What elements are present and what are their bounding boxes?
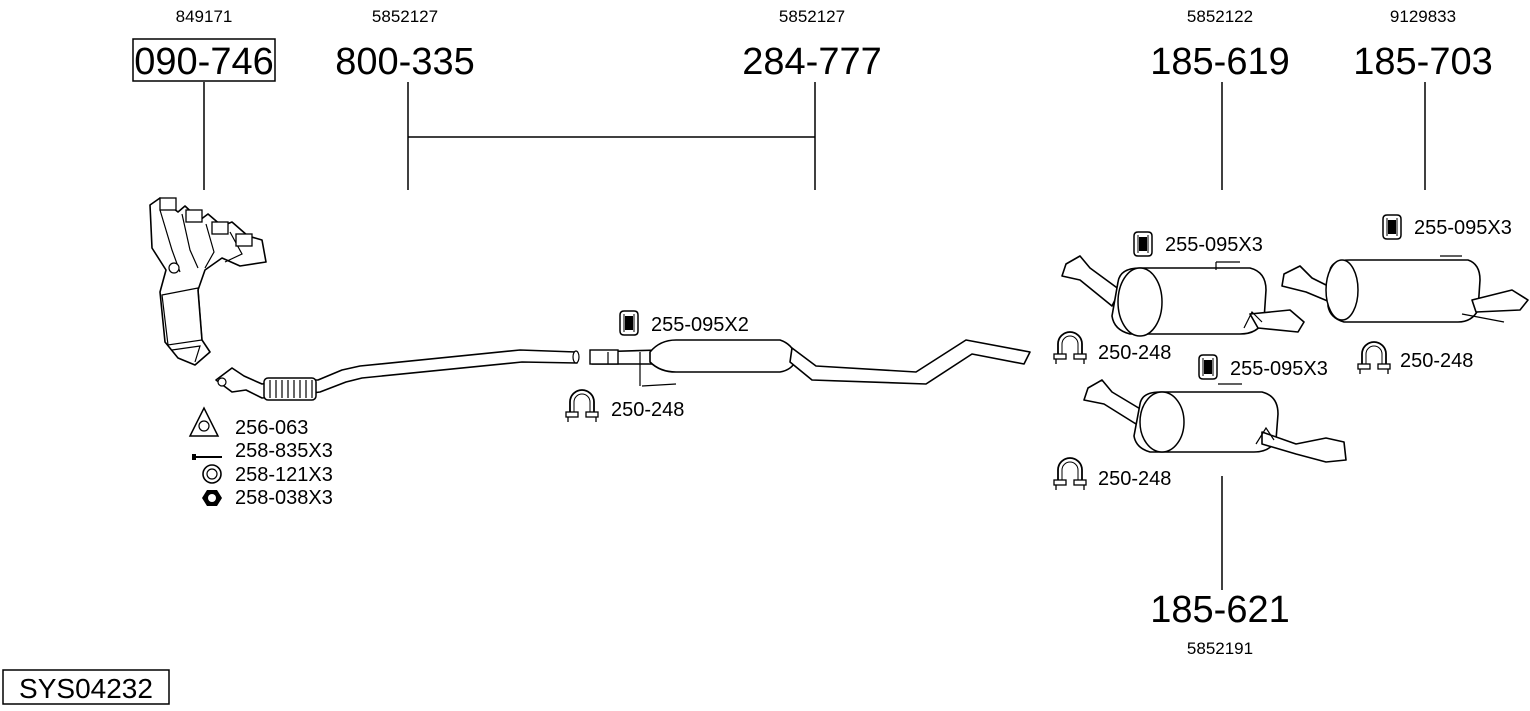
accessory-label-clamp-rear-right: 250-248 xyxy=(1400,350,1473,372)
clamp-icon xyxy=(1053,331,1087,365)
rubber-mount-icon xyxy=(619,310,639,336)
rear-silencer-185-703 xyxy=(1281,255,1529,323)
accessory-label-clamp-center: 250-248 xyxy=(611,399,684,421)
manifold-catalytic-converter xyxy=(149,197,267,366)
part-number-185-621: 185-621 xyxy=(1150,589,1289,631)
clamp-icon xyxy=(1053,457,1087,491)
accessory-label-nut: 258-038X3 xyxy=(235,487,333,509)
accessory-label-clamp-rear-left: 250-248 xyxy=(1098,342,1171,364)
accessory-label-clamp-rear-lower: 250-248 xyxy=(1098,468,1171,490)
part-number-185-619: 185-619 xyxy=(1150,41,1289,83)
centre-silencer xyxy=(589,339,1031,387)
accessory-label-mount-center: 255-095X2 xyxy=(651,314,749,336)
rear-silencer-185-621 xyxy=(1083,379,1347,463)
accessory-label-gasket: 256-063 xyxy=(235,417,308,439)
system-code: SYS04232 xyxy=(19,673,153,704)
part-number-284-777: 284-777 xyxy=(742,41,881,83)
accessory-label-mount-rear-left: 255-095X3 xyxy=(1165,234,1263,256)
oe-number-800-335: 5852127 xyxy=(372,7,438,26)
rear-silencer-185-619 xyxy=(1061,255,1305,337)
rubber-mount-icon xyxy=(1198,354,1218,380)
gasket-icon xyxy=(188,406,220,437)
accessory-label-mount-rear-right: 255-095X3 xyxy=(1414,217,1512,239)
part-number-090-746: 090-746 xyxy=(134,41,273,83)
clamp-icon xyxy=(565,389,599,423)
oe-number-185-619: 5852122 xyxy=(1187,7,1253,26)
rubber-mount-icon xyxy=(1382,214,1402,240)
rubber-mount-icon xyxy=(1133,231,1153,257)
accessory-label-bolt: 258-835X3 xyxy=(235,440,333,462)
part-number-800-335: 800-335 xyxy=(335,41,474,83)
clamp-icon xyxy=(1357,341,1391,375)
oe-number-185-621: 5852191 xyxy=(1187,639,1253,658)
oe-number-185-703: 9129833 xyxy=(1390,7,1456,26)
spring-washer-icon xyxy=(202,464,222,484)
part-number-185-703: 185-703 xyxy=(1353,41,1492,83)
oe-number-090-746: 849171 xyxy=(176,7,233,26)
oe-number-284-777: 5852127 xyxy=(779,7,845,26)
bolt-icon xyxy=(192,454,222,460)
part-number-highlight-box xyxy=(132,38,276,82)
accessory-label-spring: 258-121X3 xyxy=(235,464,333,486)
system-code-box xyxy=(2,669,170,705)
front-pipe xyxy=(215,349,580,401)
accessory-label-mount-rear-lower: 255-095X3 xyxy=(1230,358,1328,380)
nut-icon xyxy=(202,490,222,506)
